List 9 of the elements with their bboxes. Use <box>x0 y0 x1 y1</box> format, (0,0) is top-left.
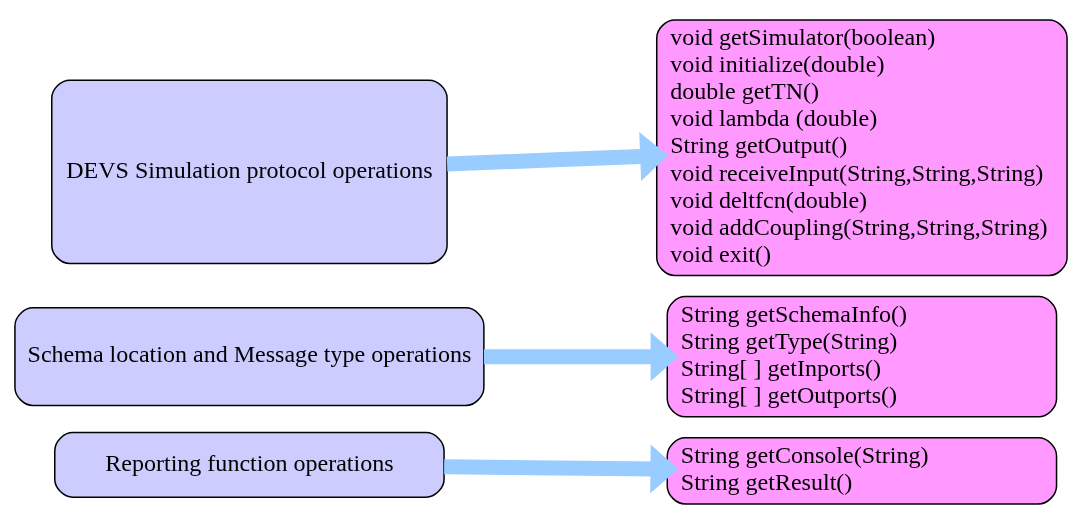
arrow <box>483 331 679 381</box>
node-box: Reporting function operations <box>54 431 445 498</box>
arrow <box>444 443 679 493</box>
node-box: DEVS Simulation protocol operations <box>51 78 448 264</box>
node-box: void getSimulator(boolean) void initialize(double) double getTN() void lambda (double) String getOutput() void receiveInput(String,String,String) void deltfcn(double) void addCoupling(String,String,String) void exit() <box>656 18 1068 276</box>
node-box: String getConsole(String) String getResult() <box>666 436 1058 505</box>
arrow <box>446 131 669 181</box>
node-box: String getSchemaInfo() String getType(String) String[ ] getInports() String[ ] getOutports() <box>666 295 1058 418</box>
node-box: Schema location and Message type operations <box>14 306 485 406</box>
